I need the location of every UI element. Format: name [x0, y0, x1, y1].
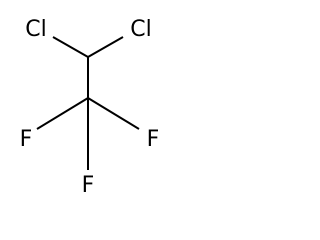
- atom-label-f-right: F: [147, 127, 160, 152]
- bond-c1-cl-right: [87, 36, 124, 58]
- molecule-diagram: Cl Cl F F F: [20, 17, 160, 198]
- atom-label-cl-right: Cl: [130, 17, 151, 42]
- atom-label-cl-left: Cl: [25, 17, 46, 42]
- atom-label-f-bottom: F: [82, 173, 95, 198]
- bond-c1-cl-left: [52, 36, 89, 58]
- bond-c2-f-left: [36, 97, 89, 130]
- atom-label-f-left: F: [20, 127, 33, 152]
- structure-canvas: Cl Cl F F F: [19, 17, 160, 198]
- bond-c2-f-right: [87, 97, 140, 130]
